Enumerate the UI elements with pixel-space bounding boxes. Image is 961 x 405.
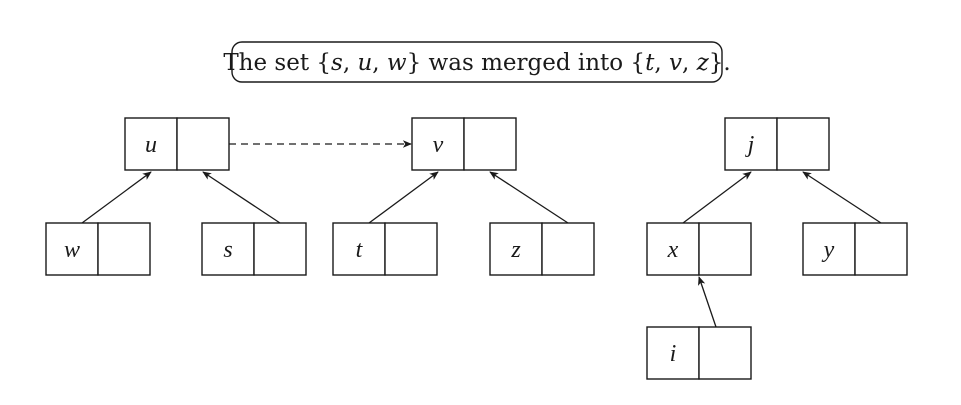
nodes: u v j w s t z x y i bbox=[45, 117, 908, 380]
node-y: y bbox=[802, 222, 908, 276]
node-j: j bbox=[724, 117, 830, 171]
edge-x-to-j bbox=[682, 171, 752, 224]
caption-part: } was merged into { bbox=[407, 50, 645, 76]
node-x-label: x bbox=[667, 237, 679, 263]
edge-s-to-u bbox=[202, 171, 281, 224]
edge-t-to-v bbox=[368, 171, 439, 224]
caption-part: t bbox=[645, 50, 655, 76]
node-t-pointer-cell bbox=[384, 222, 438, 276]
node-v-pointer-cell bbox=[463, 117, 517, 171]
node-j-pointer-cell bbox=[776, 117, 830, 171]
node-s-pointer-cell bbox=[253, 222, 307, 276]
node-i-label: i bbox=[670, 341, 677, 367]
caption-part: v bbox=[669, 50, 682, 76]
edge-z-to-v bbox=[489, 171, 569, 224]
caption-part: , bbox=[682, 50, 697, 76]
node-i-pointer-cell bbox=[698, 326, 752, 380]
caption-part: , bbox=[372, 50, 387, 76]
node-z-pointer-cell bbox=[541, 222, 595, 276]
node-i: i bbox=[646, 326, 752, 380]
node-z-label-cell bbox=[489, 222, 543, 276]
node-y-pointer-cell bbox=[854, 222, 908, 276]
caption-box bbox=[231, 41, 723, 83]
node-z: z bbox=[489, 222, 595, 276]
edge-y-to-j bbox=[802, 171, 882, 224]
node-u-label: u bbox=[145, 132, 157, 158]
edge-i-to-x bbox=[698, 276, 717, 328]
node-t-label: t bbox=[356, 237, 364, 263]
caption-text: The set {s, u, w} was merged into {t, v,… bbox=[223, 50, 730, 76]
node-s-label-cell bbox=[201, 222, 255, 276]
node-z-label: z bbox=[510, 237, 521, 263]
node-y-label: y bbox=[822, 237, 835, 263]
node-i-label-cell bbox=[646, 326, 700, 380]
node-t: t bbox=[332, 222, 438, 276]
node-x: x bbox=[646, 222, 752, 276]
caption-part: w bbox=[387, 50, 407, 76]
node-s: s bbox=[201, 222, 307, 276]
caption-part: }. bbox=[709, 50, 731, 76]
caption-part: u bbox=[357, 50, 372, 76]
node-u-pointer-cell bbox=[176, 117, 230, 171]
node-w: w bbox=[45, 222, 151, 276]
node-v-label-cell bbox=[411, 117, 465, 171]
node-v: v bbox=[411, 117, 517, 171]
caption: The set {s, u, w} was merged into {t, v,… bbox=[223, 41, 731, 83]
node-j-label: j bbox=[745, 132, 755, 158]
node-u-label-cell bbox=[124, 117, 178, 171]
node-w-label: w bbox=[64, 237, 80, 263]
edge-w-to-u bbox=[81, 171, 152, 224]
caption-part: , bbox=[343, 50, 358, 76]
caption-part: s bbox=[331, 50, 343, 76]
caption-part: z bbox=[696, 50, 710, 76]
node-u: u bbox=[124, 117, 230, 171]
node-y-label-cell bbox=[802, 222, 856, 276]
node-x-pointer-cell bbox=[698, 222, 752, 276]
caption-part: , bbox=[654, 50, 669, 76]
caption-part: The set { bbox=[223, 50, 331, 76]
edges bbox=[81, 140, 882, 328]
node-w-pointer-cell bbox=[97, 222, 151, 276]
node-x-label-cell bbox=[646, 222, 700, 276]
node-w-label-cell bbox=[45, 222, 99, 276]
node-s-label: s bbox=[223, 237, 232, 263]
node-v-label: v bbox=[433, 132, 444, 158]
